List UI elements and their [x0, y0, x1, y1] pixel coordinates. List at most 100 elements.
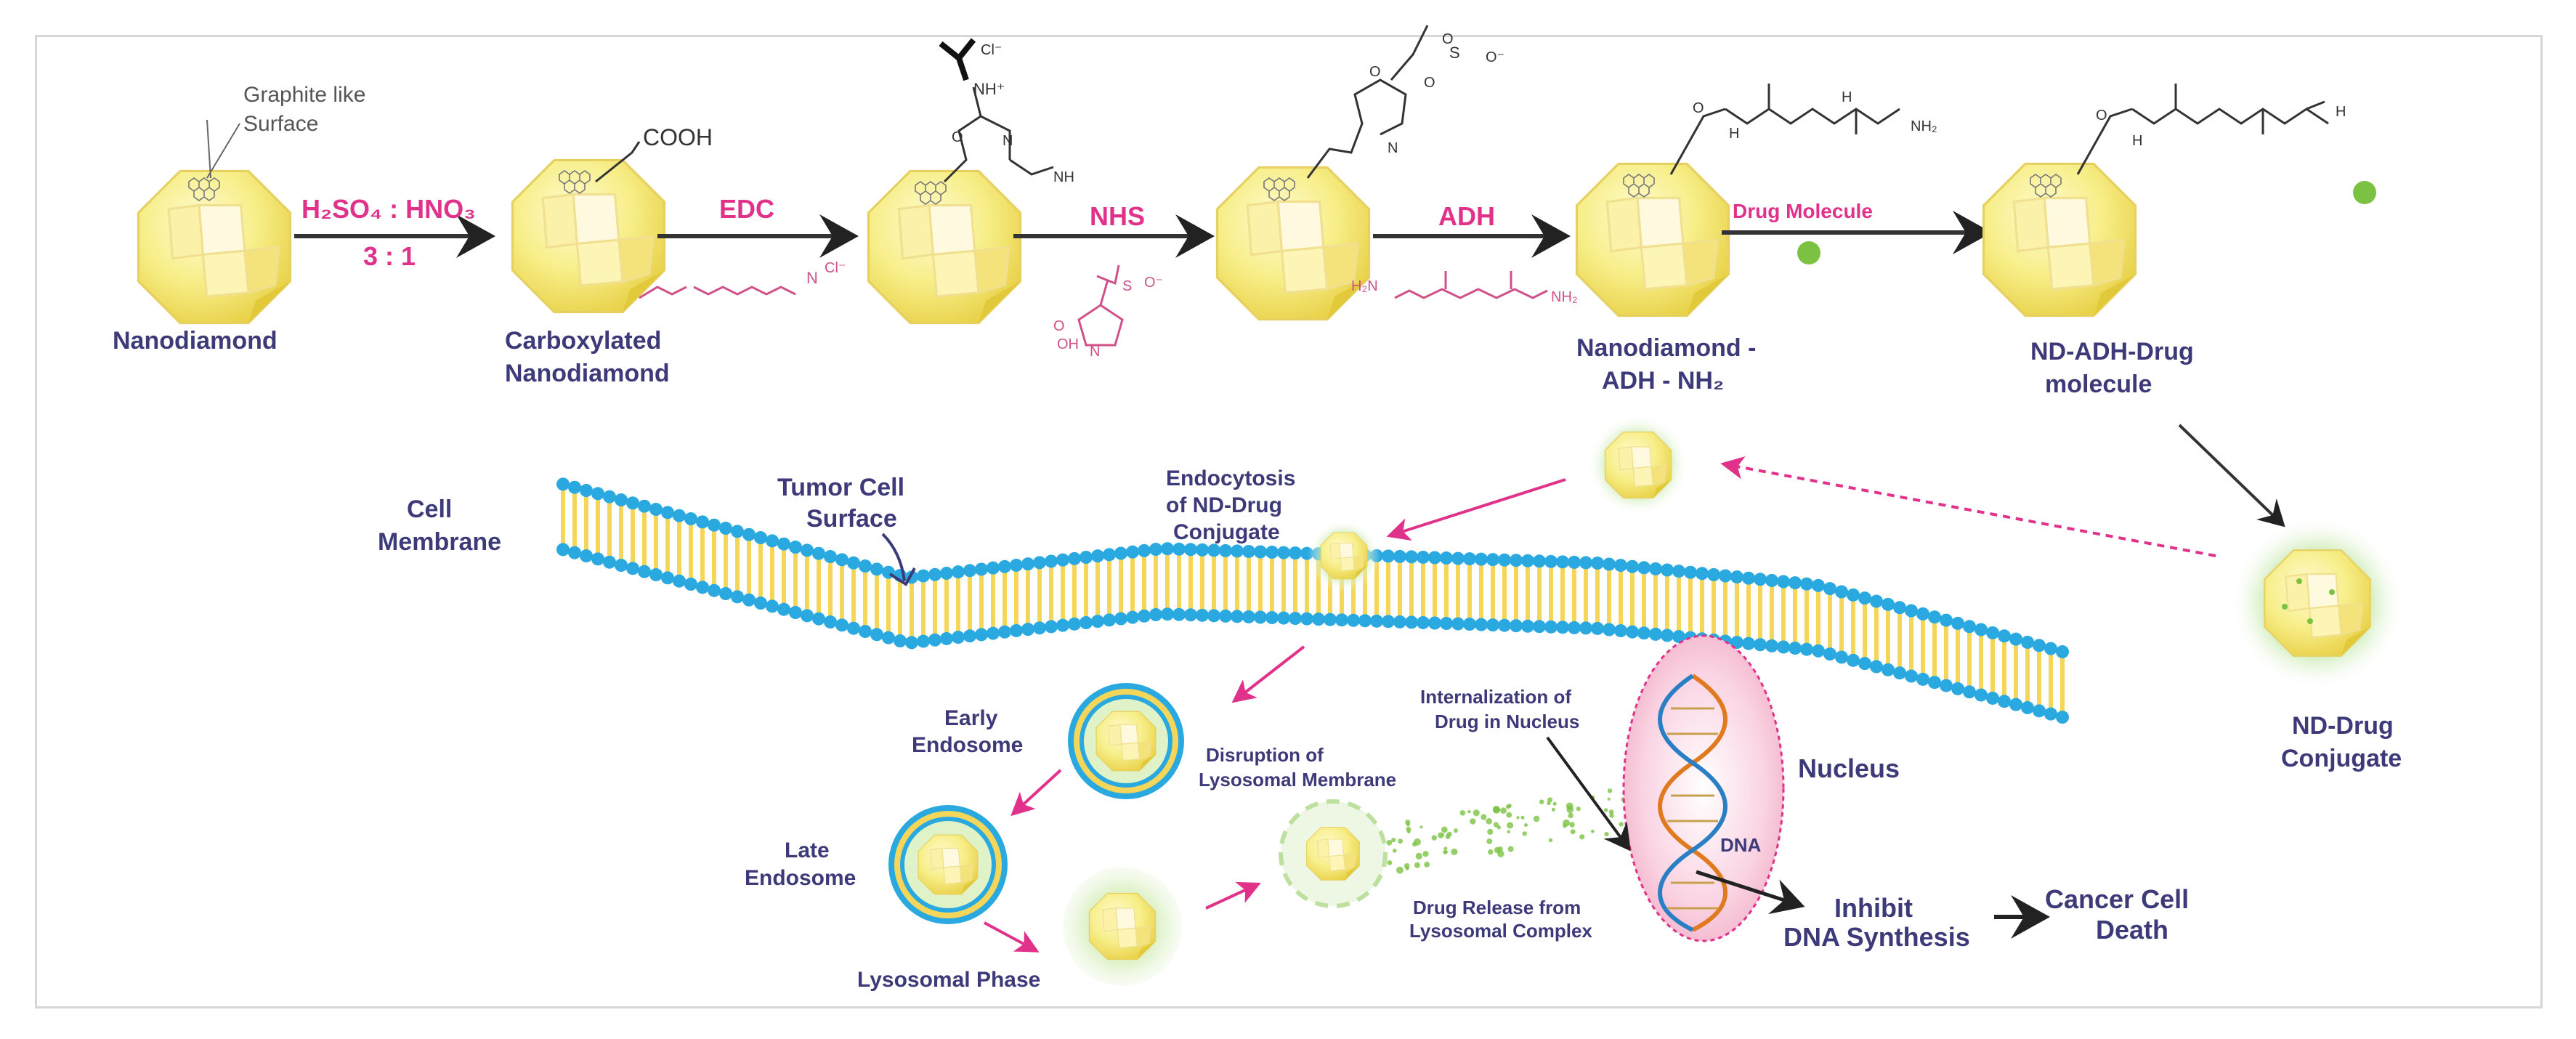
nd-adh-h: H	[1729, 126, 1739, 142]
lipid-head	[1219, 543, 1232, 557]
lipid-head	[1998, 629, 2011, 643]
lipid-head	[870, 562, 883, 576]
lipid-head	[719, 522, 732, 535]
adh-h2n: H₂N	[1351, 278, 1378, 294]
lipid-head	[777, 537, 790, 551]
reagent-edc: EDC	[719, 194, 774, 224]
lipid-head	[754, 597, 767, 610]
lipid-head	[1696, 567, 1709, 581]
nhs-structure	[1077, 264, 1124, 347]
drug-dot	[1441, 833, 1444, 836]
lipid-head	[928, 633, 941, 647]
lipid-head	[591, 552, 604, 566]
lipid-head	[696, 581, 709, 594]
lipid-head	[2044, 707, 2057, 721]
adh-nh2: NH₂	[1551, 289, 1578, 305]
lipid-head	[975, 562, 988, 576]
lipid-head	[1707, 567, 1720, 581]
lipid-head	[754, 531, 767, 545]
reagent-adh: ADH	[1438, 201, 1495, 231]
lipid-head	[1963, 685, 1976, 699]
drug-dot	[1548, 838, 1553, 843]
label-nd-adh-2: ADH - NH₂	[1602, 367, 1724, 395]
lipid-head	[649, 503, 663, 517]
label-nanodiamond: Nanodiamond	[113, 327, 278, 355]
lipid-head	[1312, 613, 1325, 626]
label-tumor-1: Tumor Cell	[777, 474, 904, 501]
lipid-head	[2056, 645, 2069, 659]
cooh-bond	[595, 141, 641, 183]
lipid-head	[940, 631, 953, 645]
cell-membrane	[556, 477, 2069, 724]
drug-dot	[1604, 832, 1609, 837]
drug-dot	[1568, 812, 1573, 819]
lipid-head	[1428, 551, 1441, 565]
nhs-o-minus: O⁻	[1144, 275, 1163, 291]
lipid-head	[1742, 636, 1755, 650]
drug-dot	[1393, 849, 1397, 853]
drug-dot	[1486, 838, 1493, 844]
lipid-head	[1138, 609, 1151, 623]
lipid-head	[1603, 623, 1616, 636]
drug-dot	[1608, 809, 1614, 814]
drug-dot	[1411, 841, 1417, 847]
lipid-head	[1207, 543, 1220, 557]
lipid-head	[1091, 549, 1104, 563]
intermediate-nh-plus: NH⁺	[973, 80, 1005, 98]
lipid-head	[568, 546, 581, 559]
lipid-head	[696, 515, 709, 529]
nhs-ester-o-minus: O⁻	[1486, 49, 1504, 65]
label-late-1: Late	[785, 838, 830, 862]
drug-dot	[1603, 808, 1608, 812]
drug-dot	[1547, 797, 1552, 803]
drug-dot	[1424, 862, 1430, 868]
lipid-head	[591, 487, 604, 501]
lipid-head	[1858, 591, 1871, 605]
reagent-nhs: NHS	[1090, 201, 1145, 231]
lipid-head	[1114, 612, 1127, 626]
nanodiamond-particle	[137, 169, 292, 325]
lipid-head	[649, 568, 663, 582]
label-cell: Cell	[407, 496, 452, 523]
lipid-head	[684, 578, 697, 591]
lipid-head	[1021, 623, 1034, 636]
lipid-head	[1974, 623, 1988, 636]
lipid-head	[1486, 553, 1499, 567]
lipid-head	[1742, 571, 1755, 585]
lipid-head	[1103, 548, 1116, 562]
lipid-head	[1172, 607, 1186, 621]
arrow-to-conjugate	[2178, 424, 2285, 527]
lipid-head	[1196, 608, 1209, 622]
drug-dot	[1488, 849, 1494, 855]
edc-structure	[639, 286, 796, 299]
lipid-head	[952, 565, 965, 579]
small-conjugate-particle	[1604, 431, 1672, 499]
nhs-n: N	[1090, 344, 1100, 360]
lipid-head	[1579, 556, 1592, 570]
lipid-head	[1556, 620, 1569, 634]
drug-dot	[1419, 825, 1423, 829]
dna-helix	[1658, 674, 1728, 932]
nd-drug-conjugate-particle	[2264, 549, 2371, 657]
drug-dot	[1486, 818, 1492, 825]
lipid-head	[1998, 695, 2011, 708]
label-dna: DNA	[1720, 834, 1762, 856]
drug-dot	[1576, 806, 1581, 812]
nd-adh-drug-h: H	[2132, 133, 2142, 149]
label-nd-drug-1: ND-Drug	[2292, 712, 2394, 740]
lipid-head	[556, 477, 570, 491]
lipid-head	[1451, 617, 1465, 631]
drug-dot	[1396, 866, 1404, 874]
lipid-head	[1928, 676, 1941, 690]
cooh-group: COOH	[643, 124, 713, 150]
lipid-head	[1068, 617, 1081, 631]
reagent-ratio: 3 : 1	[363, 241, 416, 271]
nhs-s: S	[1122, 278, 1132, 294]
lipid-head	[1242, 610, 1255, 623]
dotted-arrow-conjugate-approach	[1720, 456, 2216, 557]
lipid-head	[998, 559, 1011, 573]
lipid-head	[1835, 585, 1848, 599]
lipid-head	[1765, 639, 1778, 652]
lipid-head	[1568, 620, 1581, 634]
